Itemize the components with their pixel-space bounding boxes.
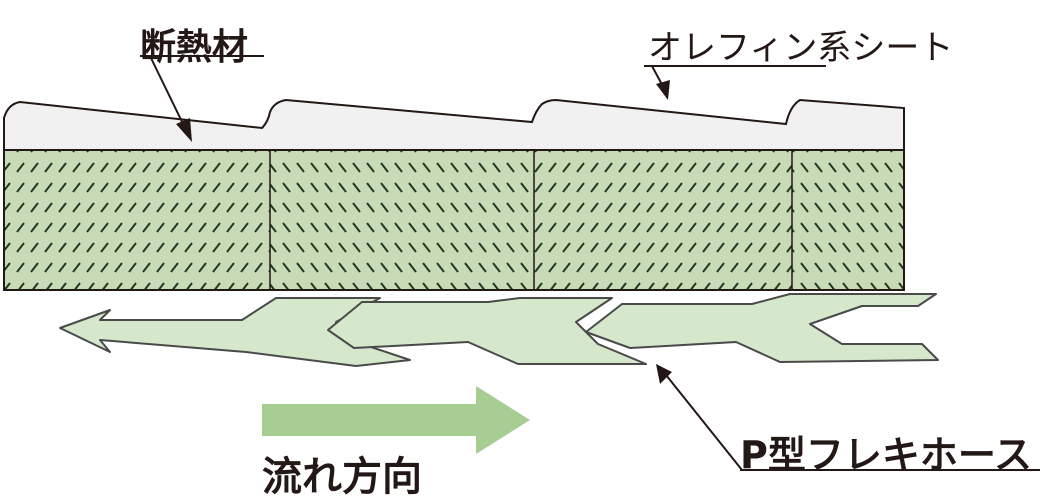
chevron-left-icon bbox=[585, 293, 939, 363]
flexible-hose bbox=[59, 293, 939, 367]
label-flow-direction: 流れ方向 bbox=[262, 454, 422, 500]
leader-insulation bbox=[140, 55, 264, 142]
olefin-sheet bbox=[3, 98, 905, 151]
label-insulation: 断熱材 bbox=[140, 27, 249, 68]
label-olefin-sheet: オレフィン系シート bbox=[648, 28, 954, 68]
leader-hose bbox=[656, 364, 1040, 471]
leader-sheet bbox=[644, 65, 826, 100]
insulation-block bbox=[3, 149, 905, 291]
label-flexible-hose: P型フレキホース bbox=[740, 433, 1032, 477]
arrow-right-icon bbox=[262, 386, 530, 454]
